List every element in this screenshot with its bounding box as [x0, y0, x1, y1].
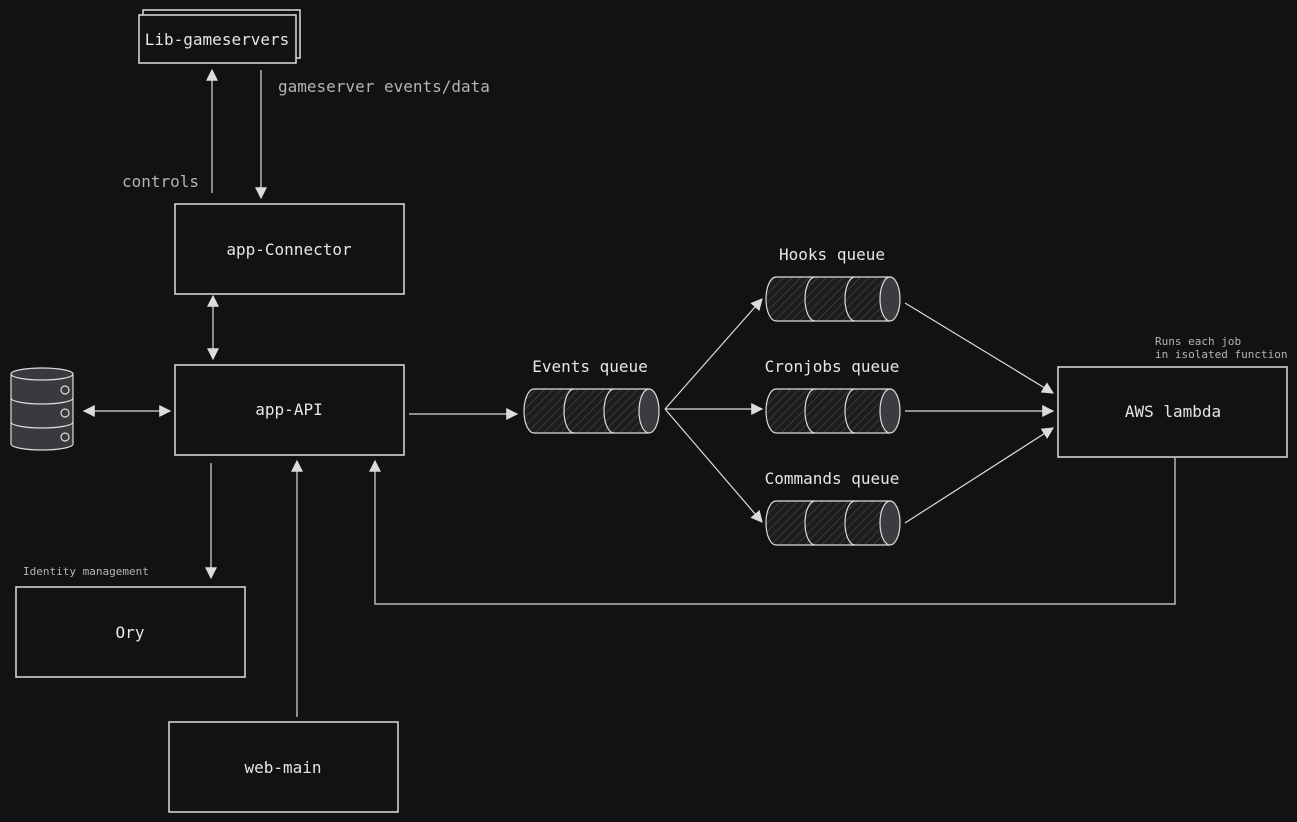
lib-gameservers-node: Lib-gameservers [138, 9, 301, 64]
app-connector-label: app-Connector [226, 240, 352, 259]
database-icon [10, 367, 74, 451]
aws-lambda-label: AWS lambda [1125, 402, 1221, 421]
connectors [82, 68, 1176, 717]
arrow-events-to-hooks [664, 298, 763, 410]
lambda-note-line-1: Runs each job [1155, 335, 1241, 348]
app-connector-node: app-Connector [174, 203, 405, 295]
app-api-node: app-API [174, 364, 405, 456]
app-api-label: app-API [255, 400, 322, 419]
lambda-note-line-2: in isolated function [1155, 348, 1287, 361]
arrow-events-to-commands [664, 408, 763, 523]
commands-queue-label: Commands queue [765, 469, 900, 488]
ory-node: Ory [15, 586, 246, 678]
gameserver-events-label: gameserver events/data [278, 77, 490, 96]
aws-lambda-node: AWS lambda [1057, 366, 1288, 458]
arrow-commands-to-lambda [904, 427, 1055, 524]
web-main-label: web-main [244, 758, 321, 777]
arrow-hooks-to-lambda [904, 302, 1055, 394]
web-main-node: web-main [168, 721, 399, 813]
controls-label: controls [122, 172, 199, 191]
hooks-queue-label: Hooks queue [779, 245, 885, 264]
ory-label: Ory [116, 623, 145, 642]
events-queue-label: Events queue [532, 357, 648, 376]
identity-management-label: Identity management [23, 565, 149, 578]
events-queue: Events queue [523, 357, 660, 434]
cronjobs-queue-label: Cronjobs queue [765, 357, 900, 376]
commands-queue: Commands queue [765, 469, 901, 546]
cronjobs-queue: Cronjobs queue [765, 357, 901, 434]
arrow-lambda-to-api [369, 458, 1176, 605]
lib-gameservers-label: Lib-gameservers [145, 30, 290, 49]
hooks-queue: Hooks queue [765, 245, 901, 322]
